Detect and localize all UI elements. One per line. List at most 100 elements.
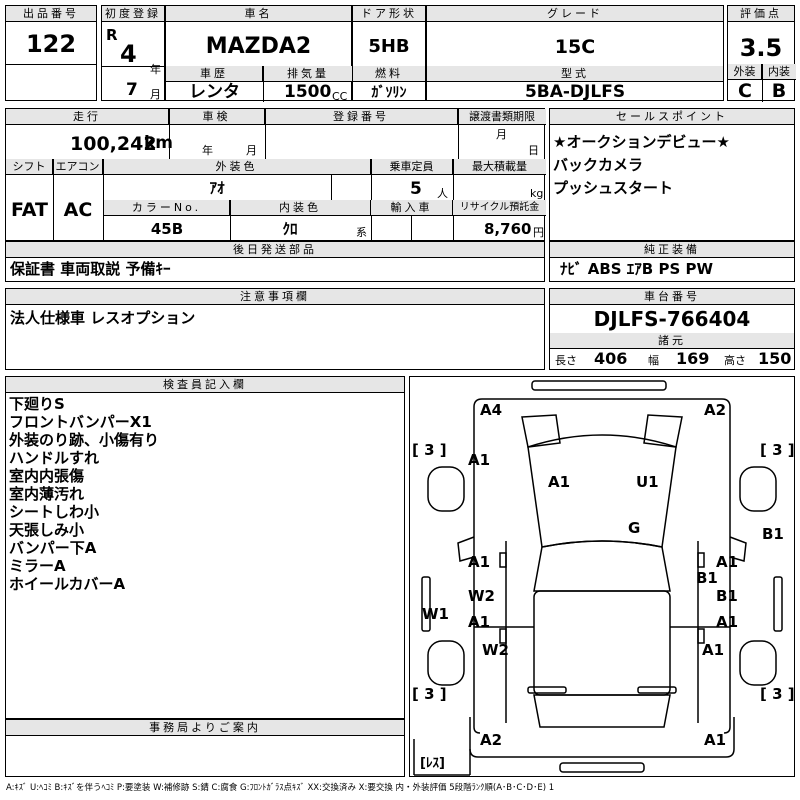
km-unit: km (144, 133, 174, 153)
exterior-header: 外装 (728, 64, 762, 80)
color-number: 45B (150, 220, 184, 238)
displacement: 1500 (284, 82, 332, 102)
sales-points-list: ★オークションデビュー★ バックカメラプッシュスタート (553, 131, 730, 200)
inspector-note-item: バンパー下A (9, 539, 97, 557)
mark-front-fender-left: A1 (468, 451, 491, 469)
later-parts-header: 後日発送部品 (6, 242, 544, 258)
inspector-note-item: 室内内張傷 (9, 467, 85, 485)
mark-rocker-left: W1 (422, 605, 449, 623)
mark-rear-fender-right: A1 (702, 641, 725, 659)
sales-points-header: セールスポイント (550, 109, 794, 125)
mark-pillar-right: B1 (696, 569, 718, 587)
vehicle-details-box: 走行 車検 登録番号 譲渡書類期限 100,242 km 年 月 月 日 シフト… (5, 108, 546, 242)
color-no-header: カラーNo. (104, 200, 230, 216)
ext-color-header: 外装色 (103, 159, 371, 175)
legend: A:ｷｽﾞ U:ﾍｺﾐ B:ｷｽﾞを伴うﾍｺﾐ P:要塗装 W:補修跡 S:錆 … (6, 783, 555, 793)
recycle-header: リサイクル預託金 (453, 200, 546, 216)
mark-fender-right: B1 (762, 525, 784, 543)
interior-header: 内装 (762, 64, 796, 80)
mark-front-right: A2 (704, 401, 727, 419)
notes: 法人仕様車 レスオプション (10, 309, 196, 327)
inspector-note-item: シートしわ小 (9, 503, 100, 521)
genuine-equipment-box: 純正装備 ﾅﾋﾞ ABS ｴｱB PS PW (549, 241, 795, 282)
mark-rear-door-left: A1 (468, 613, 491, 631)
car-outline-diagram (413, 380, 783, 776)
later-parts-box: 後日発送部品 保証書 車両取説 予備ｷｰ (5, 241, 545, 282)
sales-point-item: ★オークションデビュー★ (553, 133, 730, 151)
mark-tire-rear-left: [ 3 ] (412, 685, 447, 703)
mark-rear-fender-left: W2 (482, 641, 509, 659)
first-reg-month: 7 (126, 80, 138, 100)
car-name-header: 車名 (166, 6, 351, 22)
mileage-header: 走行 (6, 109, 169, 125)
inspection-month-unit: 月 (246, 144, 257, 157)
mark-step-left: W2 (468, 587, 495, 605)
height: 150 (758, 349, 792, 368)
mark-windshield: G (628, 519, 641, 537)
inspector-note-item: ミラーA (9, 557, 66, 575)
yen-unit: 円 (533, 226, 544, 239)
genuine-equipment-header: 純正装備 (550, 242, 794, 258)
chassis-number: DJLFS-766404 (593, 307, 751, 331)
mark-tire-front-left: [ 3 ] (412, 441, 447, 459)
lot-number-header: 出品番号 (6, 6, 96, 22)
car-name: MAZDA2 (205, 34, 312, 59)
damage-diagram-box: A4 A2 [ 3 ] [ 3 ] A1 A1 U1 G B1 A1 A1 B1… (409, 376, 795, 777)
height-label: 高さ (724, 354, 746, 367)
kei-unit: 系 (356, 226, 367, 239)
mark-rear-door-right: A1 (716, 613, 739, 631)
inspector-note-item: フロントバンパーX1 (9, 413, 152, 431)
sales-points-box: セールスポイント ★オークションデビュー★ バックカメラプッシュスタート (549, 108, 795, 241)
later-parts: 保証書 車両取説 予備ｷｰ (10, 260, 171, 278)
max-load-header: 最大積載量 (453, 159, 546, 175)
score-box: 評価点 3.5 外装 内装 C B (727, 5, 796, 102)
inspection-year-unit: 年 (202, 144, 213, 157)
kg-unit: kg (530, 187, 544, 200)
mark-rear-right: A1 (704, 731, 727, 749)
mark-tire-rear-right: [ 3 ] (760, 685, 795, 703)
dimensions-header: 諸元 (550, 333, 794, 349)
inspection-header: 車検 (169, 109, 265, 125)
mark-hood-right: U1 (636, 473, 659, 491)
import-header: 輸入車 (371, 200, 453, 216)
sales-point-item: バックカメラ (553, 156, 644, 174)
shift-header: シフト (6, 159, 53, 175)
inspector-note-item: ハンドルすれ (9, 449, 100, 467)
person-unit: 人 (437, 187, 448, 200)
first-registration-header: 初度登録 (102, 6, 164, 22)
month-unit: 月 (150, 88, 161, 101)
mark-tire-front-right: [ 3 ] (760, 441, 795, 459)
capacity-header: 乗車定員 (371, 159, 453, 175)
displacement-header: 排気量 (263, 66, 353, 82)
mark-front-left: A4 (480, 401, 503, 419)
inspector-header: 検査員記入欄 (6, 377, 404, 393)
interior-grade: B (771, 80, 787, 102)
office-box: 事務局よりご案内 (5, 719, 405, 777)
door-header: ドア形状 (353, 6, 425, 22)
model-type-header: 型式 (427, 66, 723, 82)
inspector-note-item: 下廻りS (9, 395, 65, 413)
mark-spare: [ﾚｽ] (420, 756, 445, 771)
transfer-docs-header: 譲渡書類期限 (458, 109, 546, 125)
width-label: 幅 (648, 354, 659, 367)
genuine-equipment: ﾅﾋﾞ ABS ｴｱB PS PW (560, 260, 714, 278)
mark-hood-left: A1 (548, 473, 571, 491)
sales-point-item: プッシュスタート (553, 179, 674, 197)
recycle-fee: 8,760 (484, 220, 532, 238)
model-type: 5BA-DJLFS (524, 82, 626, 102)
overall-score: 3.5 (739, 34, 783, 62)
inspector-note-item: 天張しみ小 (9, 521, 85, 539)
grade-box: グレード 15C 型式 5BA-DJLFS (426, 5, 724, 101)
first-reg-year: 4 (120, 40, 137, 68)
notes-box: 注意事項欄 法人仕様車 レスオプション (5, 288, 545, 370)
inspector-note-item: ホイールカバーA (9, 575, 126, 593)
chassis-box: 車台番号 DJLFS-766404 諸元 長さ 406 幅 169 高さ 150 (549, 288, 795, 370)
registration-header: 登録番号 (265, 109, 458, 125)
int-color-header: 内装色 (230, 200, 371, 216)
transfer-month-unit: 月 (496, 128, 507, 141)
shift-type: FAT (11, 199, 48, 221)
first-registration-box: 初度登録 R 4 年 7 月 (101, 5, 165, 101)
mark-step-right: B1 (716, 587, 738, 605)
